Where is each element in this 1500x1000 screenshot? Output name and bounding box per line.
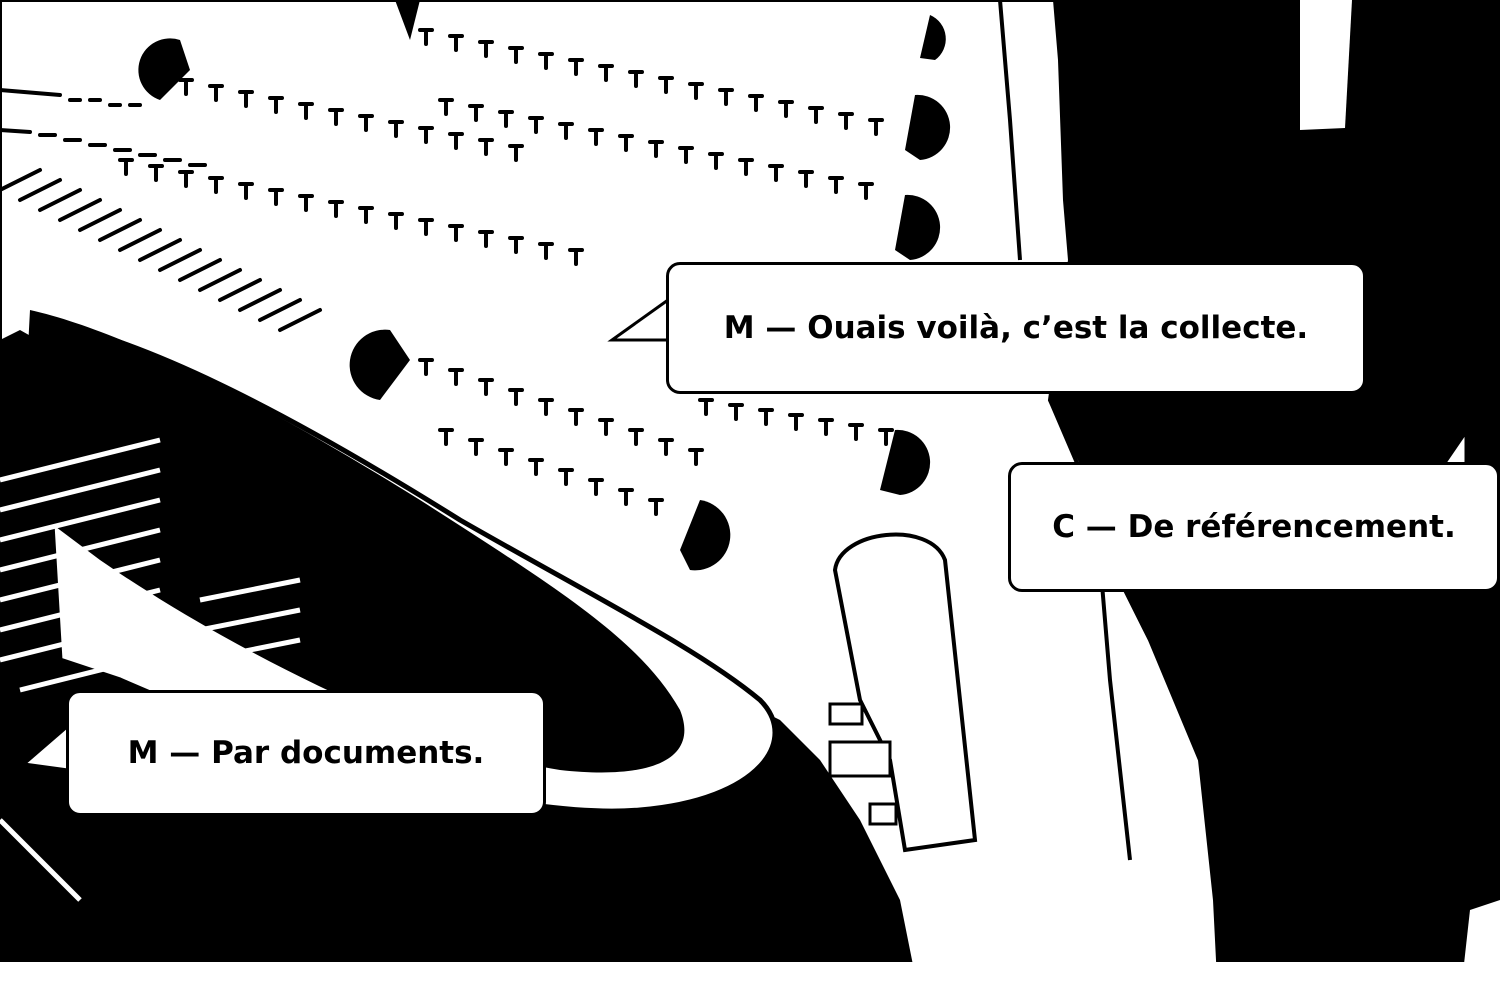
knuckle-marks [828,702,898,826]
speech-text-c-referencement: C — De référencement. [1052,509,1456,545]
document-text-marks [0,88,322,332]
speech-text-m-collecte: M — Ouais voilà, c’est la collecte. [723,310,1309,346]
staple-pattern [118,28,894,516]
thumb-shape [832,532,978,853]
hatching-left [0,437,301,902]
binder-holes [138,0,951,571]
speech-bubble-c-referencement: C — De référencement. [1008,462,1500,592]
white-accent-top-right [1300,0,1352,130]
panel-bottom-border [0,962,1500,1000]
speech-text-m-documents: M — Par documents. [127,735,485,771]
speech-bubble-m-collecte: M — Ouais voilà, c’est la collecte. [666,262,1366,394]
speech-bubble-m-documents: M — Par documents. [66,690,546,816]
sleeve-dark-groove [20,310,685,773]
